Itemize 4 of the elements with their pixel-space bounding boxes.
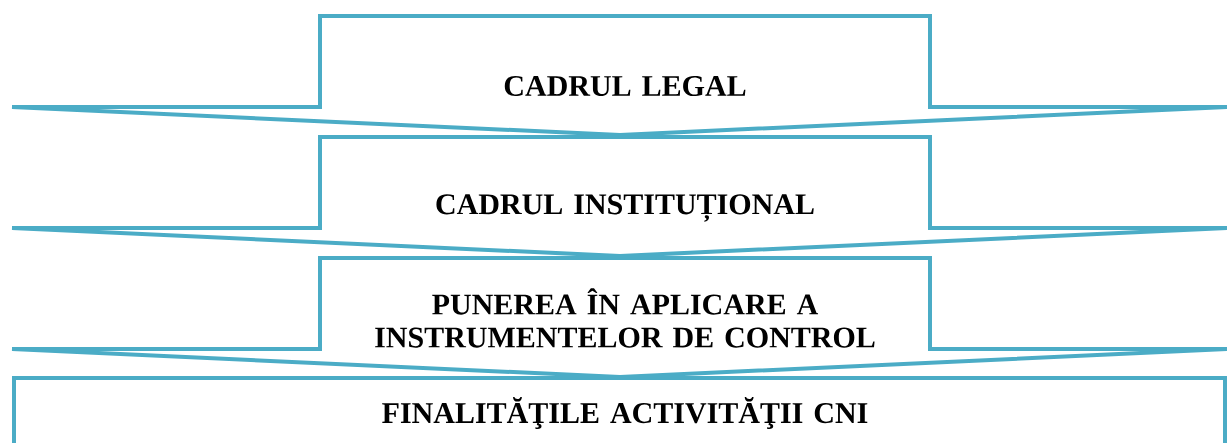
arrow-callout-box: CADRUL LEGAL: [10, 14, 1227, 137]
result-box: FINALITĂŢILE ACTIVITĂŢII CNI: [12, 376, 1227, 443]
arrow-callout-box: CADRUL INSTITUȚIONAL: [10, 135, 1227, 258]
arrow-callout-box: PUNEREA ÎN APLICARE A INSTRUMENTELOR DE CONTROL: [10, 256, 1227, 379]
